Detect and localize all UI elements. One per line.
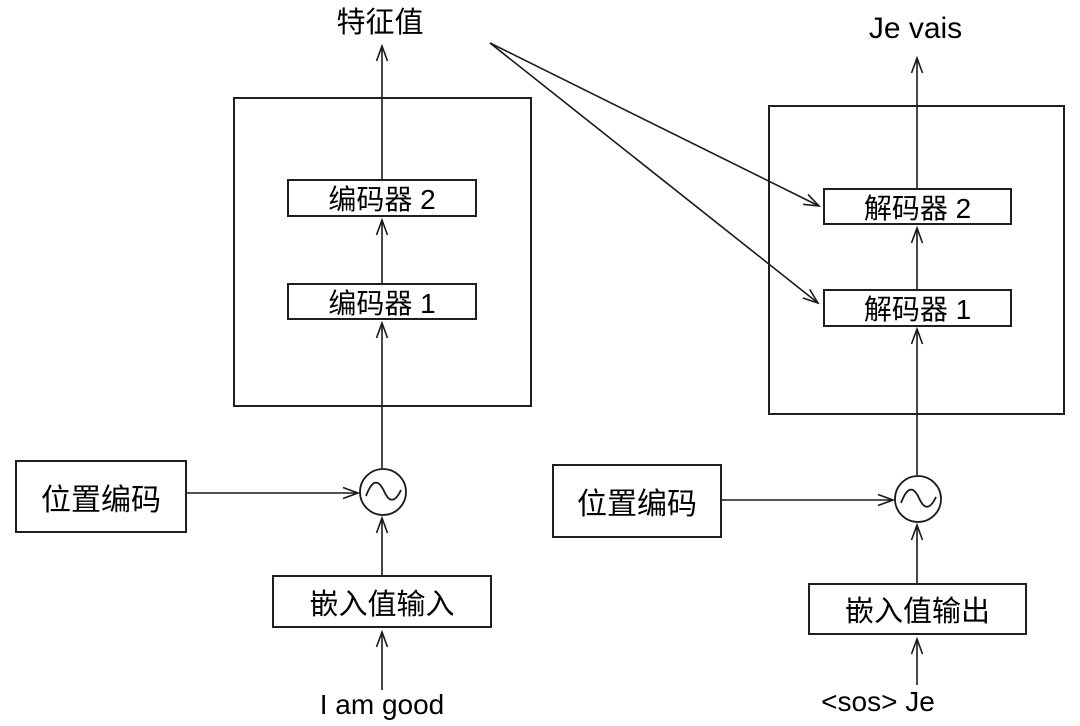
positional-encoding-left-label: 位置编码 bbox=[41, 483, 161, 517]
positional-encoding-left-box: 位置编码 bbox=[15, 460, 187, 533]
add-circle-right bbox=[894, 475, 942, 523]
embedding-output-box: 嵌入值输出 bbox=[808, 583, 1027, 635]
decoder-outer-box bbox=[768, 105, 1065, 415]
embedding-output-label: 嵌入值输出 bbox=[844, 596, 990, 628]
encoder-to-decoder1-arrow bbox=[489, 42, 818, 303]
decoder-layer-2-box: 解码器 2 bbox=[823, 188, 1012, 225]
encoder-layer-2-box: 编码器 2 bbox=[287, 179, 477, 217]
decoder-output-label: Je vais bbox=[868, 12, 963, 45]
decoder-layer-2-label: 解码器 2 bbox=[863, 192, 972, 224]
encoder-to-decoder2-arrow bbox=[489, 42, 819, 206]
decoder-layer-1-label: 解码器 1 bbox=[863, 294, 972, 325]
decoder-layer-1-box: 解码器 1 bbox=[823, 289, 1012, 327]
positional-encoding-right-box: 位置编码 bbox=[552, 464, 722, 538]
positional-add-left bbox=[359, 468, 407, 516]
encoder-layer-1-box: 编码器 1 bbox=[287, 283, 477, 320]
sine-wave-icon bbox=[365, 481, 402, 501]
shifted-output-label: <sos> Je bbox=[821, 686, 935, 717]
encoder-outer-box bbox=[233, 97, 532, 407]
sine-wave-icon bbox=[900, 488, 937, 508]
embedding-input-box: 嵌入值输入 bbox=[272, 575, 492, 628]
positional-encoding-right-label: 位置编码 bbox=[577, 488, 697, 521]
add-circle-left bbox=[359, 468, 407, 516]
encoder-layer-1-label: 编码器 1 bbox=[328, 287, 436, 319]
embedding-input-label: 嵌入值输入 bbox=[309, 588, 455, 621]
encoder-output-label: 特征值 bbox=[336, 7, 424, 39]
encoder-layer-2-label: 编码器 2 bbox=[328, 184, 436, 215]
positional-add-right bbox=[894, 475, 942, 523]
source-input-label: I am good bbox=[319, 689, 445, 720]
